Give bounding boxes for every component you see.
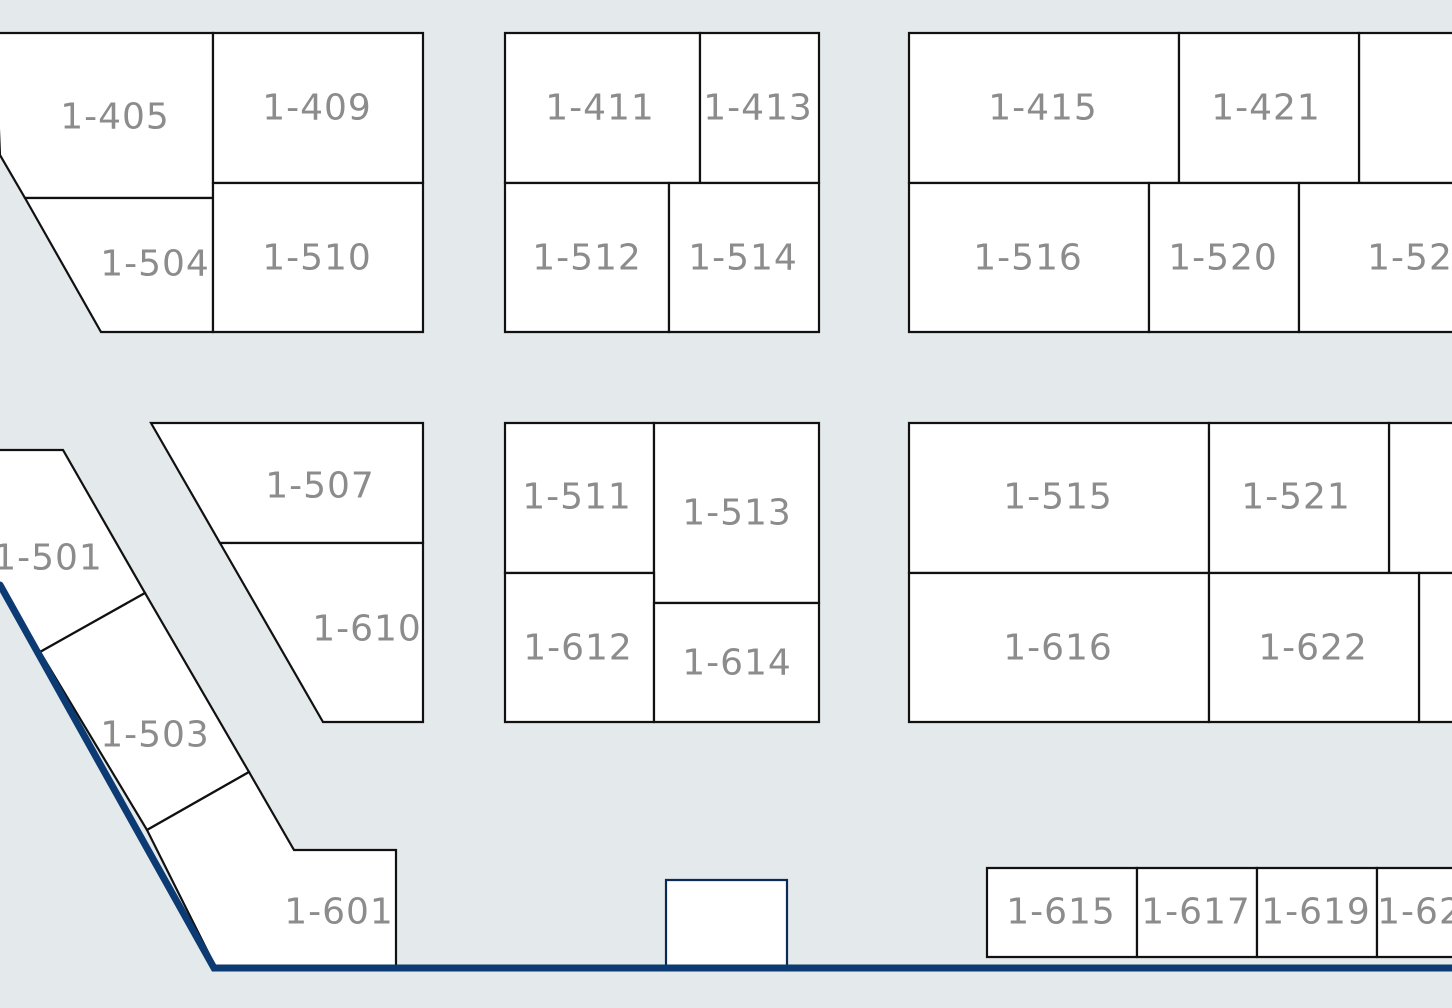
booth-label: 1-610 xyxy=(312,609,422,650)
booth-1-610[interactable]: 1-610 xyxy=(218,541,425,724)
booth-label: 1-501 xyxy=(0,538,103,579)
booth-1-622[interactable]: 1-622 xyxy=(1207,571,1421,724)
booth-outline xyxy=(652,601,821,724)
booth-label: 1-521 xyxy=(1241,477,1351,518)
booth-label: 1-601 xyxy=(284,892,394,933)
booth-outline xyxy=(667,181,821,334)
booth-1-409[interactable]: 1-409 xyxy=(211,31,425,185)
booth-label: 1-503 xyxy=(100,715,210,756)
booth-label: 1-415 xyxy=(988,88,1098,129)
booth-1-515[interactable]: 1-515 xyxy=(907,421,1211,575)
booth-1-516[interactable]: 1-516 xyxy=(907,181,1151,334)
booth-1-413[interactable]: 1-413 xyxy=(698,31,821,185)
booth-outline xyxy=(1357,31,1452,185)
booth-1-619[interactable]: 1-619 xyxy=(1255,866,1379,959)
booth-label: 1-515 xyxy=(1003,477,1113,518)
booth-1-405[interactable]: 1-405 xyxy=(0,31,215,200)
booth-outline xyxy=(1417,571,1452,724)
booth-1-522[interactable]: 1-52 xyxy=(1297,181,1452,334)
booth-label: 1-617 xyxy=(1141,892,1251,933)
wall-layer xyxy=(0,581,1452,972)
booth-1-612[interactable]: 1-612 xyxy=(503,571,656,724)
booth-label: 1-613 xyxy=(671,904,781,945)
booth-1-510[interactable]: 1-510 xyxy=(211,181,425,334)
booth-label: 1-614 xyxy=(682,643,792,684)
booth-outline xyxy=(211,181,425,334)
booth-label: 1-616 xyxy=(1003,628,1113,669)
booth-label: 1-511 xyxy=(522,477,632,518)
booth-label: 1-615 xyxy=(1006,892,1116,933)
booth-label: 1-520 xyxy=(1168,238,1278,279)
booth-label: 1-405 xyxy=(60,97,170,138)
booth-partial[interactable] xyxy=(1387,421,1452,575)
booth-label: 1-507 xyxy=(265,466,375,507)
booth-label: 1-421 xyxy=(1211,88,1321,129)
booth-label: 1-612 xyxy=(523,628,633,669)
booth-outline xyxy=(218,541,425,724)
booth-1-504[interactable]: 1-504 xyxy=(23,196,215,334)
booth-1-514[interactable]: 1-514 xyxy=(667,181,821,334)
booth-label: 1-514 xyxy=(688,238,798,279)
booth-1-415[interactable]: 1-415 xyxy=(907,31,1181,185)
booth-1-421[interactable]: 1-421 xyxy=(1177,31,1361,185)
booth-1-503[interactable]: 1-503 xyxy=(38,591,251,832)
booth-label: 1-409 xyxy=(262,88,372,129)
booth-1-520[interactable]: 1-520 xyxy=(1147,181,1301,334)
booth-label: 1-62 xyxy=(1377,892,1452,933)
booth-outline xyxy=(1387,421,1452,575)
booth-1-615[interactable]: 1-615 xyxy=(985,866,1139,959)
booth-label: 1-510 xyxy=(262,238,372,279)
booth-label: 1-622 xyxy=(1258,628,1368,669)
booth-partial[interactable] xyxy=(1357,31,1452,185)
booth-1-613[interactable]: 1-613 xyxy=(664,878,789,970)
booth-label: 1-411 xyxy=(545,88,655,129)
booth-1-616[interactable]: 1-616 xyxy=(907,571,1211,724)
booth-1-411[interactable]: 1-411 xyxy=(503,31,702,185)
booth-outline xyxy=(1297,181,1452,334)
booth-layer: 1-405 1-409 1-504 1-510 1-411 1-413 1-512 1-514… xyxy=(0,31,1452,970)
booth-1-511[interactable]: 1-511 xyxy=(503,421,656,575)
booth-outline xyxy=(1375,866,1452,959)
booth-1-621[interactable]: 1-62 xyxy=(1375,866,1452,959)
outer-wall xyxy=(0,581,1452,972)
booth-1-521[interactable]: 1-521 xyxy=(1207,421,1391,575)
booth-1-614[interactable]: 1-614 xyxy=(652,601,821,724)
booth-partial[interactable] xyxy=(1417,571,1452,724)
booth-label: 1-52 xyxy=(1367,238,1452,279)
booth-label: 1-504 xyxy=(100,244,210,285)
booth-1-507[interactable]: 1-507 xyxy=(149,421,425,545)
booth-label: 1-516 xyxy=(973,238,1083,279)
booth-1-617[interactable]: 1-617 xyxy=(1135,866,1259,959)
booth-1-601[interactable]: 1-601 xyxy=(145,770,398,970)
booth-label: 1-512 xyxy=(532,238,642,279)
booth-label: 1-619 xyxy=(1261,892,1371,933)
booth-label: 1-413 xyxy=(703,88,813,129)
booth-label: 1-513 xyxy=(682,493,792,534)
booth-1-512[interactable]: 1-512 xyxy=(503,181,671,334)
booth-1-501[interactable]: 1-501 xyxy=(0,448,147,654)
booth-1-513[interactable]: 1-513 xyxy=(652,421,821,605)
booth-outline xyxy=(1207,571,1421,724)
